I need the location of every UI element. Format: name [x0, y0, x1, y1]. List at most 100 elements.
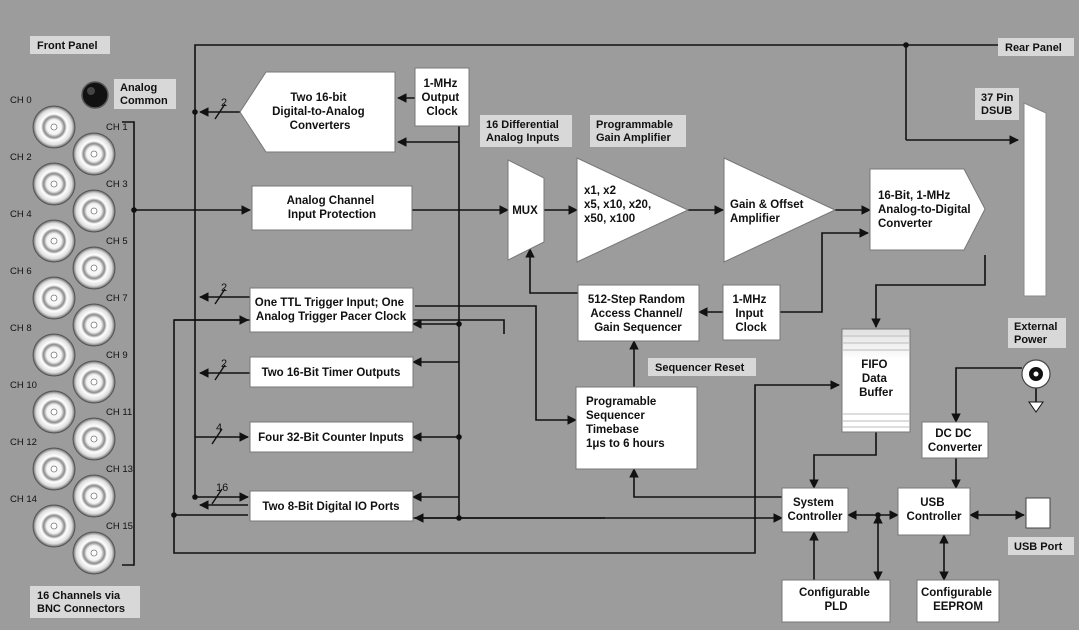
dac-line: Converters	[290, 120, 351, 132]
wire-seq-mux	[525, 248, 578, 294]
channel-label: CH 4	[10, 209, 32, 220]
pga-title-line: Gain Amplifier	[596, 132, 671, 144]
wire-clock-adc	[780, 228, 869, 313]
counter-block	[249, 421, 414, 453]
connection-lines	[122, 44, 1037, 582]
dac-line: Digital-to-Analog	[272, 106, 365, 118]
bnc-center-pin	[50, 180, 58, 188]
wire-fifo-sys	[809, 432, 877, 489]
input-clock-line: Input	[735, 308, 763, 320]
sequencer-line: Gain Sequencer	[594, 322, 682, 334]
rear-panel-label-bg	[998, 38, 1074, 56]
sequencer-reset-label: Sequencer Reset	[655, 362, 745, 374]
input-protection-line: Analog Channel	[287, 195, 375, 207]
channel-label: CH 12	[10, 437, 37, 448]
bnc-caption-line: 16 Channels via	[37, 590, 121, 602]
pld-line: Configurable	[799, 587, 870, 599]
system-controller-line: Controller	[788, 511, 843, 523]
dsub-line: DSUB	[981, 105, 1012, 117]
usb-controller-line: Controller	[907, 511, 962, 523]
bnc-center-pin	[50, 294, 58, 302]
trigger-block	[249, 287, 414, 333]
junction-dot	[171, 512, 177, 518]
bnc-center-pin	[50, 351, 58, 359]
junction-dots	[131, 42, 909, 521]
bnc-center-pin	[90, 150, 98, 158]
junction-dot	[903, 42, 909, 48]
sequencer-reset-label-bg	[648, 358, 756, 376]
bnc-center-pin	[50, 465, 58, 473]
pga-title: Programmable Gain Amplifier	[596, 119, 676, 144]
junction-dot	[875, 512, 881, 518]
timer-block	[249, 356, 414, 388]
channel-label: CH 10	[10, 380, 37, 391]
external-power-label: External Power	[1014, 321, 1060, 346]
channel-label: CH 6	[10, 266, 32, 277]
mux-block	[507, 159, 545, 261]
eeprom-label: Configurable EEPROM	[921, 587, 995, 613]
wire-trigger-left	[173, 319, 840, 554]
bus-slash	[211, 488, 223, 505]
bnc-center-pin	[50, 408, 58, 416]
pld-label: Configurable PLD	[799, 587, 873, 613]
bnc-center-pin	[90, 492, 98, 500]
usb-port-label: USB Port	[1014, 541, 1063, 553]
external-power-line: External	[1014, 321, 1057, 333]
usb-controller-block	[897, 487, 971, 536]
bnc-connectors: CH 0CH 1CH 2CH 3CH 4CH 5CH 6CH 7CH 8CH 9…	[10, 95, 133, 575]
channel-label: CH 13	[106, 464, 133, 475]
bus-width-dio: 16	[216, 482, 228, 494]
pga-label: x1, x2 x5, x10, x20, x50, x100	[584, 185, 654, 225]
timebase-line: Sequencer	[586, 410, 645, 422]
dcdc-line: Converter	[928, 442, 983, 454]
eeprom-line: Configurable	[921, 587, 992, 599]
bus-width-trigger: 2	[221, 282, 227, 294]
analog-common-label: Analog Common	[120, 82, 168, 107]
output-clock-block	[414, 67, 470, 127]
timebase-label: Programable Sequencer Timebase 1μs to 6 …	[586, 396, 665, 450]
bnc-center-pin	[90, 378, 98, 386]
channel-label: CH 5	[106, 236, 128, 247]
junction-dot	[192, 494, 198, 500]
system-controller-label: System Controller	[788, 497, 843, 523]
sequencer-line: Access Channel/	[590, 308, 683, 320]
junction-dot	[456, 515, 462, 521]
output-clock-line: Output	[422, 92, 460, 104]
gain-offset-label: Gain & Offset Amplifier	[730, 199, 807, 225]
channel-label: CH 11	[106, 407, 132, 418]
dac-line: Two 16-bit	[290, 92, 346, 104]
channel-label: CH 7	[106, 293, 128, 304]
dsub-connector	[1023, 102, 1047, 297]
channel-label: CH 8	[10, 323, 32, 334]
output-clock-line: Clock	[426, 106, 458, 118]
input-clock-label: 1-MHz Input Clock	[732, 294, 769, 334]
bnc-center-pin	[50, 123, 58, 131]
channel-label: CH 9	[106, 350, 128, 361]
sequencer-label: 512-Step Random Access Channel/ Gain Seq…	[588, 294, 688, 334]
ground-symbol	[1028, 401, 1044, 413]
bus-width-counter: 4	[216, 422, 222, 434]
usb-port-label-bg	[1008, 537, 1074, 555]
sequencer-block	[577, 284, 700, 342]
usb-controller-label: USB Controller	[907, 497, 962, 523]
pga-title-bg	[590, 115, 686, 147]
pga-line: x1, x2	[584, 185, 616, 197]
system-controller-line: System	[793, 497, 834, 509]
bnc-center-pin	[50, 522, 58, 530]
timebase-line: Timebase	[586, 424, 639, 436]
adc-line: Converter	[878, 218, 933, 230]
counter-label: Four 32-Bit Counter Inputs	[258, 432, 404, 444]
input-protection-line: Input Protection	[288, 209, 376, 221]
fifo-line: Data	[862, 373, 888, 385]
diff-inputs-label-bg	[480, 115, 572, 147]
channel-label: CH 3	[106, 179, 128, 190]
wire-power-dcdc	[951, 367, 1022, 423]
input-protection-block	[251, 185, 413, 231]
fifo-line: FIFO	[861, 359, 887, 371]
bnc-center-pin	[50, 237, 58, 245]
channel-label: CH 2	[10, 152, 32, 163]
analog-common-label-bg	[114, 79, 176, 109]
trigger-line: One TTL Trigger Input; One	[255, 297, 404, 309]
diff-inputs-line: 16 Differential	[486, 119, 559, 131]
